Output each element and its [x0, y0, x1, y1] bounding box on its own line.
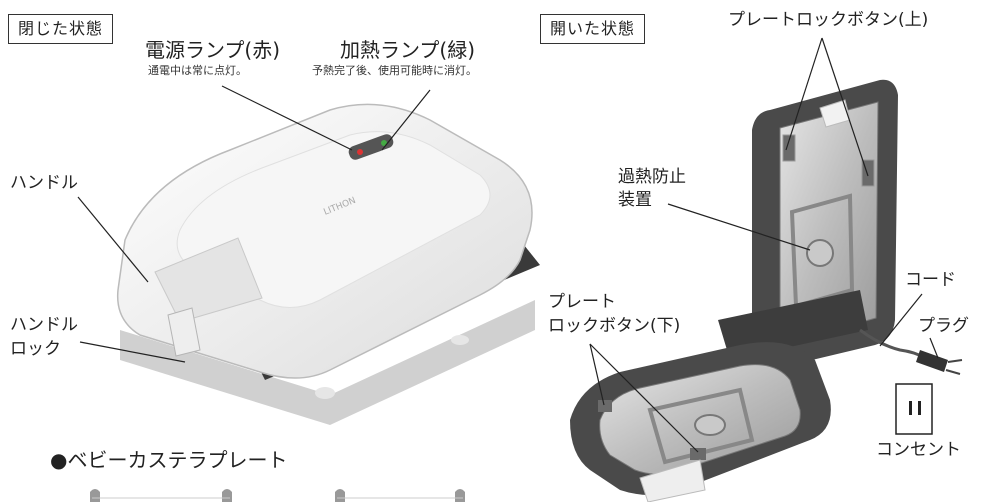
plate-lock-top-label: プレートロックボタン(上) [728, 10, 929, 30]
leader-lines [77, 37, 939, 453]
plate-section-heading: ●ベビーカステラプレート [50, 448, 288, 472]
power-lamp-label: 電源ランプ(赤) [145, 38, 281, 62]
open-state-title: 開いた状態 [540, 14, 646, 44]
plug-label: プラグ [918, 316, 969, 336]
handle-lock-label-line1: ハンドル [10, 315, 78, 335]
closed-appliance-illustration [116, 103, 540, 425]
outlet-icon [895, 383, 933, 435]
overheat-protection-label-line1: 過熱防止 [618, 167, 686, 187]
open-appliance-illustration [570, 79, 963, 502]
cord-label: コード [905, 270, 956, 290]
plate-lock-bottom-label-line1: プレート [548, 292, 616, 312]
overheat-protection-label-line2: 装置 [618, 190, 652, 210]
closed-state-title: 閉じた状態 [8, 14, 114, 44]
power-lamp-note: 通電中は常に点灯。 [148, 64, 247, 77]
plate-thumbnails [90, 489, 465, 502]
heat-lamp-label: 加熱ランプ(緑) [340, 38, 476, 62]
handle-lock-label-line2: ロック [10, 339, 61, 359]
handle-label: ハンドル [10, 173, 78, 193]
heat-lamp-note: 予熱完了後、使用可能時に消灯。 [312, 64, 477, 77]
outlet-label: コンセント [876, 440, 961, 460]
plate-lock-bottom-label-line2: ロックボタン(下) [548, 316, 681, 336]
